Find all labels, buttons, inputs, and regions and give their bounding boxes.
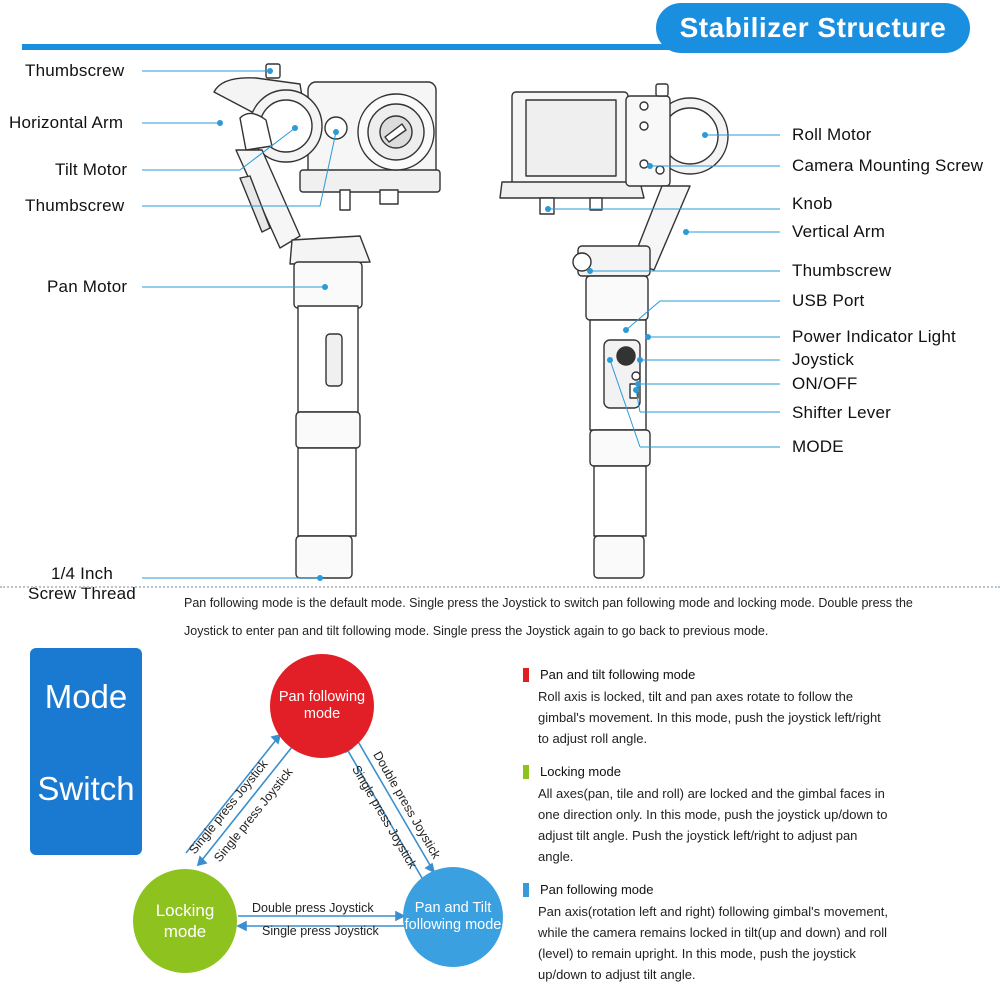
pan-tilt-line1: Pan and Tilt <box>414 900 492 916</box>
label-thumbscrew-mid: Thumbscrew <box>25 196 125 215</box>
edge-label-bottom-top: Double press Joystick <box>252 901 374 915</box>
section-line: (level) to remain upright. In this mode,… <box>538 946 856 961</box>
section-title: Pan and tilt following mode <box>540 667 696 682</box>
label-pan-motor: Pan Motor <box>47 277 128 296</box>
label-thumbscrew-top: Thumbscrew <box>25 61 125 80</box>
pan-following-line1: Pan following <box>278 689 366 705</box>
mode-switch-box: Mode Switch <box>30 648 142 855</box>
locking-line1: Locking <box>155 901 215 920</box>
label-horizontal-arm: Horizontal Arm <box>9 113 124 132</box>
pan-tilt-following-mode-circle: Pan and Tilt following mode <box>403 867 503 967</box>
section-marker-red <box>523 668 529 682</box>
section-line: gimbal's movement. In this mode, push th… <box>538 710 881 725</box>
section-line: Roll axis is locked, tilt and pan axes r… <box>538 689 854 704</box>
label-screw-thread-line1: 1/4 Inch <box>50 564 114 583</box>
right-gimbal-drawing <box>499 83 729 579</box>
label-power-indicator: Power Indicator Light <box>792 327 956 346</box>
stabilizer-illustration <box>142 63 780 581</box>
section-line: Pan axis(rotation left and right) follow… <box>538 904 889 919</box>
locking-line2: mode <box>163 922 207 941</box>
section-line: to adjust roll angle. <box>538 731 648 746</box>
label-screw-thread-line2: Screw Thread <box>28 584 136 603</box>
section-title: Locking mode <box>540 764 621 779</box>
section-title: Pan following mode <box>540 882 654 897</box>
label-shifter-lever: Shifter Lever <box>792 403 891 422</box>
mode-box-line2: Switch <box>37 770 135 807</box>
left-gimbal-drawing <box>213 63 441 579</box>
label-on-off: ON/OFF <box>792 374 858 393</box>
edge-label-bottom-bottom: Single press Joystick <box>262 924 379 938</box>
pan-tilt-line2: following mode <box>404 917 502 933</box>
header-underline <box>22 44 682 50</box>
section-line: one direction only. In this mode, push t… <box>538 807 888 822</box>
label-camera-mounting-screw: Camera Mounting Screw <box>792 156 984 175</box>
section-line: while the camera remains locked in tilt(… <box>538 925 888 940</box>
section-line: up/down to adjust tilt angle. <box>538 967 696 982</box>
label-joystick: Joystick <box>792 350 855 369</box>
label-vertical-arm: Vertical Arm <box>792 222 886 241</box>
page-title: Stabilizer Structure <box>656 3 970 53</box>
label-tilt-motor: Tilt Motor <box>55 160 128 179</box>
label-usb-port: USB Port <box>792 291 865 310</box>
section-divider <box>0 586 1000 588</box>
section-marker-blue <box>523 883 529 897</box>
section-marker-green <box>523 765 529 779</box>
label-thumbscrew-right: Thumbscrew <box>792 261 892 280</box>
intro-line-1: Pan following mode is the default mode. … <box>184 596 913 610</box>
pan-following-mode-circle: Pan following mode <box>270 654 374 758</box>
locking-mode-circle: Locking mode <box>133 869 237 973</box>
label-knob: Knob <box>792 194 833 213</box>
section-line: All axes(pan, tile and roll) are locked … <box>538 786 885 801</box>
pan-following-line2: mode <box>303 706 341 722</box>
label-roll-motor: Roll Motor <box>792 125 872 144</box>
mode-box-line1: Mode <box>44 678 128 715</box>
intro-line-2: Joystick to enter pan and tilt following… <box>184 624 769 638</box>
section-line: angle. <box>538 849 574 864</box>
section-line: adjust tilt angle. Push the joystick lef… <box>538 828 858 843</box>
label-mode: MODE <box>792 437 844 456</box>
label-screw-thread: 1/4 Inch Screw Thread <box>20 564 144 604</box>
